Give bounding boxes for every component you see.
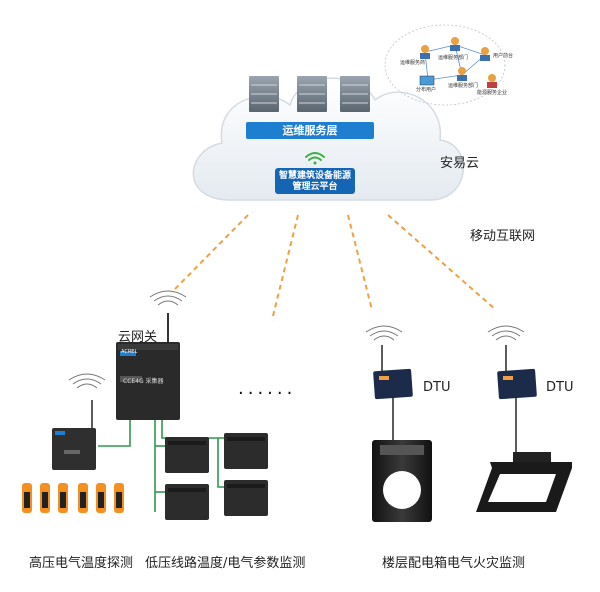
ellipsis: ...... — [238, 378, 297, 399]
dtu-device-1 — [373, 345, 413, 442]
platform-banner: 智慧建筑设备能源 管理云平台 — [275, 168, 355, 194]
bottom-label-hv: 高压电气温度探测 — [29, 556, 134, 571]
temperature-sensor-tags — [22, 483, 124, 513]
gateway-model: CCE4G 采集器 — [123, 378, 164, 385]
user-label-4: 分布用户 — [416, 87, 437, 93]
wifi-icon — [305, 152, 325, 165]
network-links — [171, 214, 497, 321]
user-label-6: 能源服务企业 — [477, 90, 508, 96]
signal-arcs — [68, 290, 525, 389]
gateway-label: 云网关 — [118, 330, 158, 345]
hv-temp-receiver — [52, 400, 96, 470]
user-label-3: 用户前台 — [493, 53, 514, 59]
gateway-brand: ACREL — [121, 349, 138, 355]
user-label-2: 运维服务部门 — [438, 55, 469, 61]
current-transformer-1 — [372, 440, 432, 522]
dtu-device-2 — [497, 345, 537, 455]
dtu-label-1: DTU — [423, 380, 451, 395]
current-transformer-2 — [476, 452, 572, 512]
dtu-label-2: DTU — [546, 380, 574, 395]
network-label: 移动互联网 — [470, 229, 536, 244]
server-rack-icon — [249, 76, 370, 112]
lv-monitor-modules — [165, 433, 268, 520]
user-label-5: 运维服务部门 — [448, 83, 479, 89]
platform-line-1: 智慧建筑设备能源 — [278, 171, 351, 181]
platform-line-2: 管理云平台 — [292, 182, 338, 192]
cloud-gateway-device — [116, 313, 180, 420]
user-network-icon — [384, 24, 506, 106]
bottom-label-lv: 低压线路温度/电气参数监测 — [145, 556, 306, 571]
user-label-1: 运维服务商 — [400, 60, 426, 66]
service-layer-banner: 运维服务层 — [246, 122, 374, 139]
cloud-name-label: 安易云 — [440, 156, 480, 171]
bottom-label-floor: 楼层配电箱电气火灾监测 — [382, 556, 526, 571]
